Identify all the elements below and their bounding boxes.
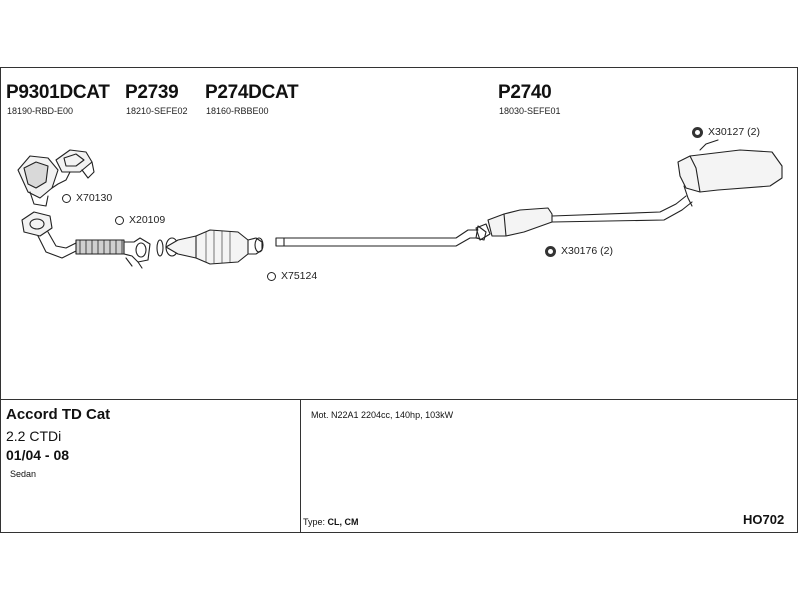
fitting-x75124: X75124	[267, 270, 317, 282]
fitting-code: X30127 (2)	[708, 126, 760, 138]
fitting-code: X75124	[281, 270, 318, 282]
vehicle-years: 01/04 - 08	[6, 447, 70, 463]
fitting-code: X30176 (2)	[561, 245, 613, 257]
diagram-frame	[0, 67, 798, 533]
sheet-id: HO702	[743, 512, 785, 527]
fitting-code: X70130	[76, 192, 113, 204]
rubber-mount-icon	[545, 245, 556, 257]
type-label: Type:	[303, 517, 326, 527]
rubber-hanger-icon	[692, 126, 703, 138]
centre-pipe-part	[275, 229, 479, 247]
catalytic-converter-part	[165, 229, 264, 265]
motor-spec: Mot. N22A1 2204cc, 140hp, 103kW	[311, 410, 454, 420]
oe-number-p2739: 18210-SEFE02	[126, 106, 188, 116]
oe-number-p2740: 18030-SEFE01	[499, 106, 561, 116]
ring-icon	[267, 271, 276, 281]
oe-number-p9301dcat: 18190-RBD-E00	[7, 106, 74, 116]
type-line: Type: CL, CM	[303, 517, 359, 527]
vehicle-body: Sedan	[10, 469, 37, 479]
ring-icon	[62, 193, 71, 203]
fitting-x30176: X30176 (2)	[545, 245, 613, 257]
part-number-p2739: P2739	[125, 82, 179, 103]
type-value: CL, CM	[327, 517, 359, 527]
clamp-rear	[475, 225, 487, 241]
fitting-x30127: X30127 (2)	[692, 126, 760, 138]
horizontal-divider	[0, 399, 798, 400]
fitting-x20109: X20109	[115, 214, 165, 226]
manifold-catalyst-part	[17, 149, 95, 207]
ring-icon	[115, 215, 124, 225]
part-number-p274dcat: P274DCAT	[205, 82, 299, 103]
rear-silencer-part	[475, 139, 783, 241]
vehicle-engine: 2.2 CTDi	[6, 428, 62, 444]
part-number-p2740: P2740	[498, 82, 552, 103]
vehicle-model: Accord TD Cat	[6, 406, 111, 423]
clamp-x20109	[156, 239, 164, 257]
fitting-x70130: X70130	[62, 192, 112, 204]
fitting-code: X20109	[129, 214, 166, 226]
vertical-divider	[300, 400, 301, 532]
flex-pipe-part	[21, 211, 151, 269]
oe-number-p274dcat: 18160-RBBE00	[206, 106, 269, 116]
part-number-p9301dcat: P9301DCAT	[6, 82, 110, 103]
